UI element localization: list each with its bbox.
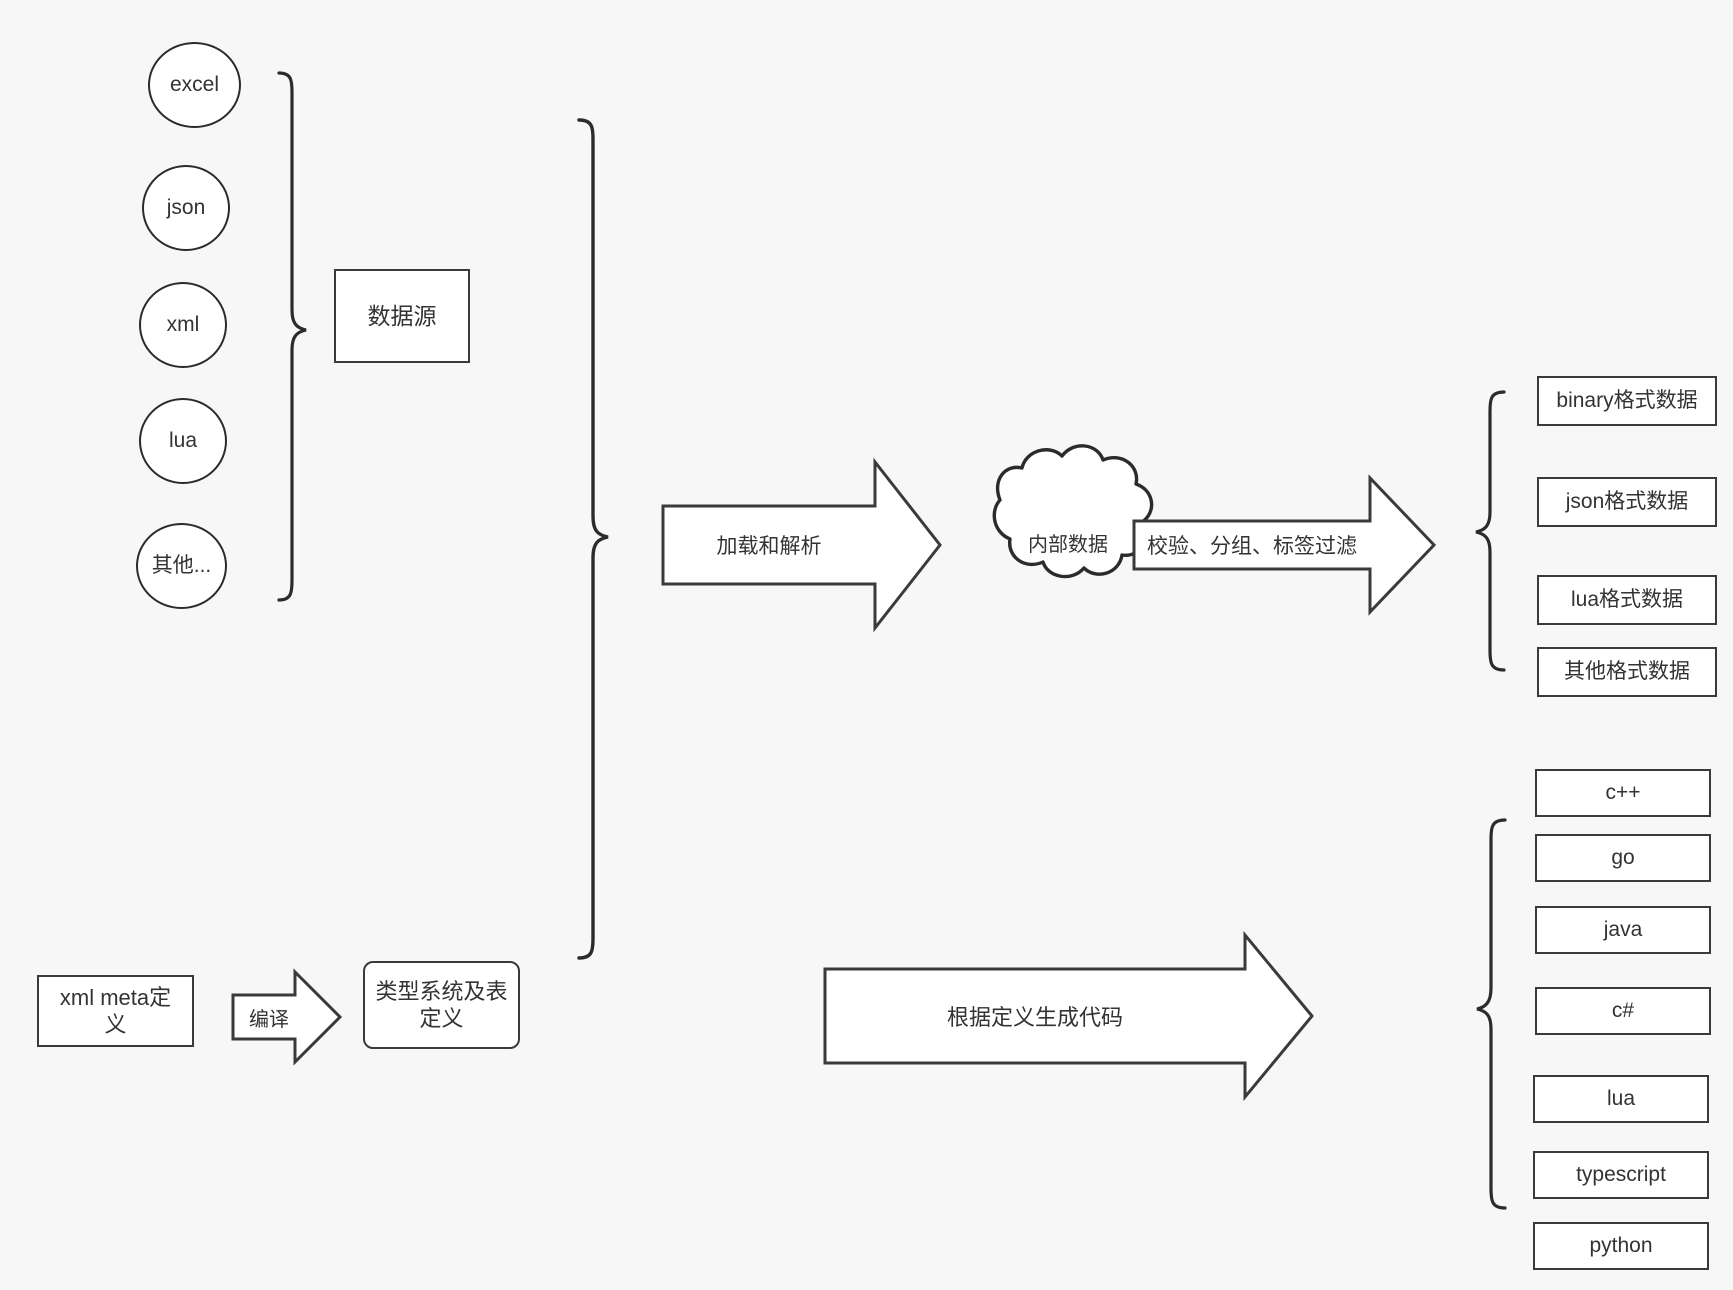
input-group-brace <box>577 118 609 960</box>
load-parse-arrow-label-wrap: 加载和解析 <box>663 523 875 567</box>
data-source-lua[interactable]: lua <box>139 398 227 484</box>
filter-arrow-label-wrap: 校验、分组、标签过滤 <box>1134 523 1370 567</box>
output-format-lua[interactable]: lua格式数据 <box>1537 575 1717 625</box>
load-parse-arrow <box>661 457 942 633</box>
output-format-json[interactable]: json格式数据 <box>1537 477 1717 527</box>
output-format-other[interactable]: 其他格式数据 <box>1537 647 1717 697</box>
data-source-group-label: 数据源 <box>367 302 437 329</box>
data-source-lua-label: lua <box>168 428 198 452</box>
data-source-json[interactable]: json <box>142 165 230 251</box>
data-source-xml[interactable]: xml <box>139 282 227 368</box>
data-source-excel[interactable]: excel <box>148 42 241 128</box>
output-language-csharp[interactable]: c# <box>1535 987 1711 1035</box>
validate-group-filter-arrow <box>1132 474 1437 616</box>
output-language-cpp-label: c++ <box>1605 780 1641 804</box>
output-language-go[interactable]: go <box>1535 834 1711 882</box>
output-language-java-label: java <box>1603 917 1643 941</box>
output-language-python[interactable]: python <box>1533 1222 1709 1270</box>
output-format-other-label: 其他格式数据 <box>1564 659 1690 683</box>
output-language-go-label: go <box>1611 845 1635 869</box>
output-language-lua[interactable]: lua <box>1533 1075 1709 1123</box>
output-language-typescript-label: typescript <box>1576 1162 1666 1186</box>
data-source-group-box[interactable]: 数据源 <box>334 269 470 363</box>
output-formats-brace <box>1475 390 1506 672</box>
codegen-arrow-label: 根据定义生成代码 <box>946 1005 1123 1030</box>
data-source-json-label: json <box>166 195 206 219</box>
output-language-typescript[interactable]: typescript <box>1533 1151 1709 1199</box>
codegen-arrow <box>823 930 1314 1102</box>
output-format-binary[interactable]: binary格式数据 <box>1537 376 1717 426</box>
codegen-arrow-label-wrap: 根据定义生成代码 <box>825 994 1245 1038</box>
type-system-definition-label: 类型系统及表定义 <box>375 978 508 1032</box>
compile-arrow-label: 编译 <box>249 1008 289 1031</box>
internal-data-label: 内部数据 <box>1028 533 1108 556</box>
data-sources-brace <box>277 71 307 602</box>
compile-arrow <box>231 968 343 1066</box>
data-source-excel-label: excel <box>169 72 220 96</box>
type-system-definition-box[interactable]: 类型系统及表定义 <box>363 961 520 1049</box>
output-format-binary-label: binary格式数据 <box>1556 388 1698 412</box>
xml-meta-definition-label: xml meta定义 <box>59 984 172 1038</box>
load-parse-arrow-label: 加载和解析 <box>716 535 822 558</box>
output-format-lua-label: lua格式数据 <box>1570 587 1684 611</box>
output-language-python-label: python <box>1589 1233 1653 1257</box>
data-source-other-label: 其他... <box>151 553 212 577</box>
output-language-java[interactable]: java <box>1535 906 1711 954</box>
output-language-cpp[interactable]: c++ <box>1535 769 1711 817</box>
data-source-other[interactable]: 其他... <box>136 523 227 609</box>
filter-arrow-label: 校验、分组、标签过滤 <box>1147 535 1357 558</box>
output-language-csharp-label: c# <box>1611 998 1635 1022</box>
data-source-xml-label: xml <box>166 312 200 336</box>
output-format-json-label: json格式数据 <box>1565 489 1689 513</box>
output-languages-brace <box>1476 818 1507 1210</box>
output-language-lua-label: lua <box>1606 1086 1636 1110</box>
internal-data-cloud <box>992 444 1154 579</box>
internal-data-label-wrap: 内部数据 <box>1000 520 1136 564</box>
compile-arrow-label-wrap: 编译 <box>233 995 305 1039</box>
xml-meta-definition-box[interactable]: xml meta定义 <box>37 975 194 1047</box>
